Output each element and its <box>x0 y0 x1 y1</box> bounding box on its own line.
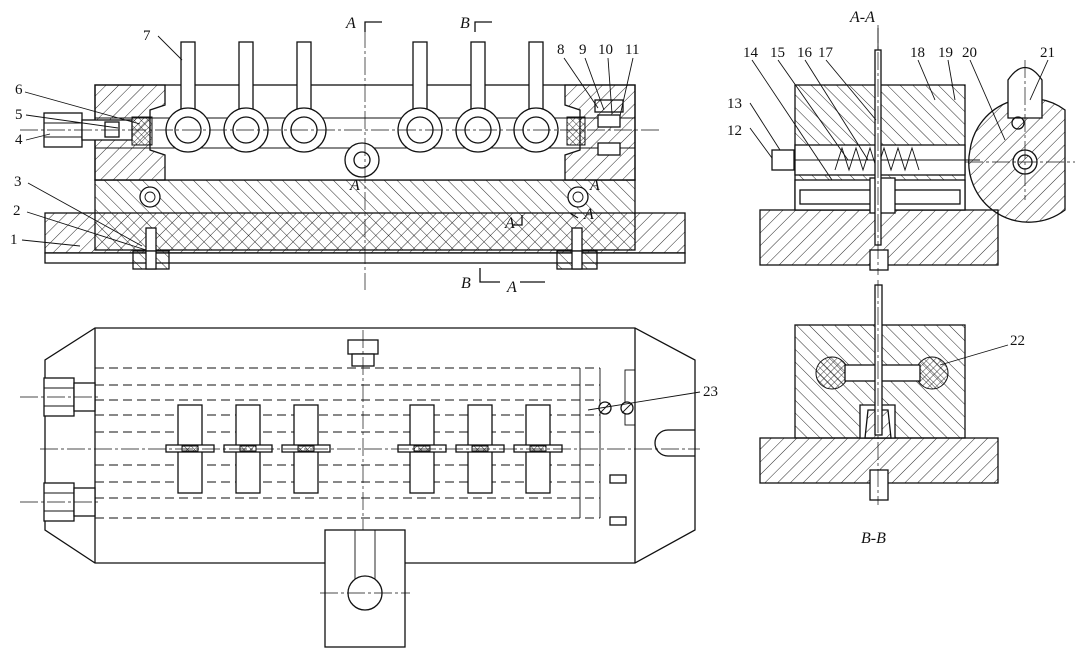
part-number-8: 8 <box>557 42 565 58</box>
mark-a-top: A <box>345 15 356 32</box>
mark-b-top: B <box>460 15 470 32</box>
rubber-pad-left <box>131 116 153 146</box>
part-number-10: 10 <box>598 42 613 58</box>
section-b-b-view <box>759 280 1009 505</box>
mark-a-right2: A <box>504 215 515 232</box>
part-number-1: 1 <box>10 232 18 248</box>
part-number-6: 6 <box>15 82 23 98</box>
mark-b-bottom: B <box>461 275 471 292</box>
section-title-bb: B-B <box>861 530 886 547</box>
section-a-a-view <box>759 25 1075 275</box>
front-view <box>20 21 686 290</box>
rubber-pad-right <box>566 116 586 146</box>
part-number-2: 2 <box>13 203 21 219</box>
mark-a-bottom: A <box>506 279 517 296</box>
mark-a-mid: A <box>349 177 360 194</box>
part-number-18: 18 <box>910 45 925 61</box>
part-number-14: 14 <box>743 45 759 61</box>
plan-view <box>20 327 701 648</box>
part-number-17: 17 <box>818 45 834 61</box>
part-number-3: 3 <box>14 174 22 190</box>
mark-a-right3: A <box>583 206 594 223</box>
part-number-16: 16 <box>797 45 813 61</box>
part-number-20: 20 <box>962 45 977 61</box>
part-number-4: 4 <box>15 132 23 148</box>
part-number-23: 23 <box>703 384 718 400</box>
part-number-22: 22 <box>1010 333 1025 349</box>
part-number-15: 15 <box>770 45 785 61</box>
section-title-aa: A-A <box>849 9 875 26</box>
part-number-5: 5 <box>15 107 23 123</box>
part-number-13: 13 <box>727 96 742 112</box>
part-number-7: 7 <box>143 28 151 44</box>
leaders-front <box>21 35 634 251</box>
part-number-12: 12 <box>727 123 742 139</box>
part-number-21: 21 <box>1040 45 1055 61</box>
part-number-11: 11 <box>625 42 639 58</box>
part-number-19: 19 <box>938 45 953 61</box>
leaders-aa <box>749 59 1049 181</box>
mark-a-right1: A <box>589 177 600 194</box>
part-number-9: 9 <box>579 42 587 58</box>
